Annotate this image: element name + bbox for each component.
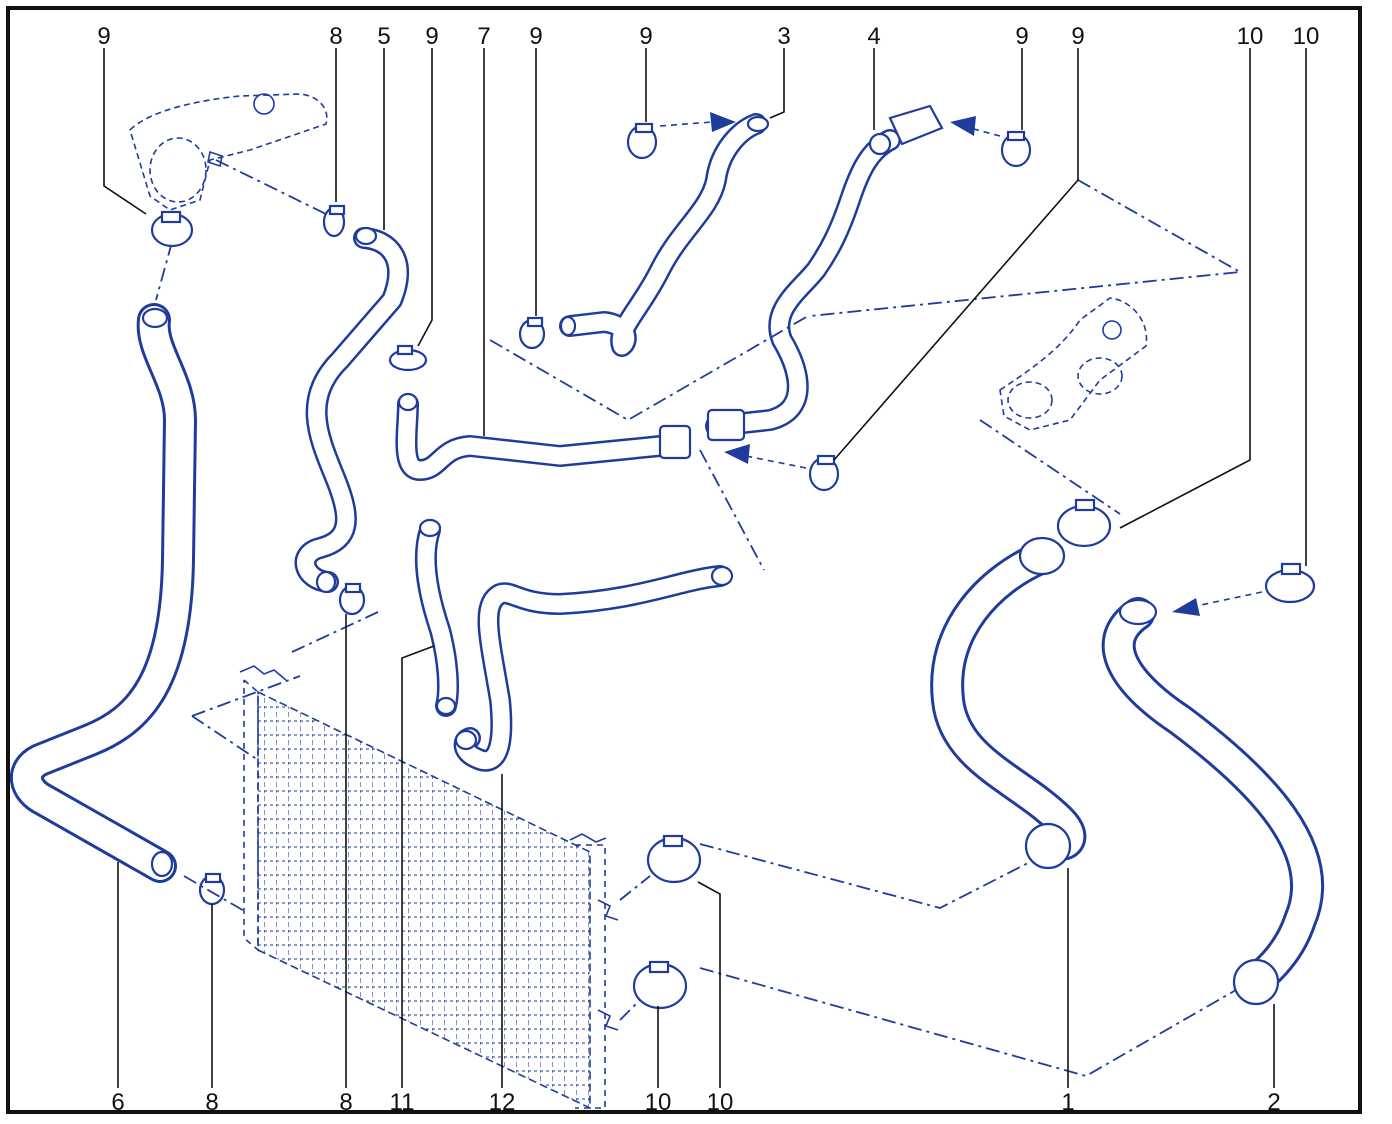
- hose-clamps: [150, 122, 1316, 1010]
- assembly-arrows: [183, 112, 1263, 1021]
- clamp-8c: [198, 872, 226, 906]
- hose-7: [395, 392, 692, 481]
- clamp-9f: [808, 454, 840, 492]
- callout-9: 9: [639, 23, 652, 50]
- clamp-10a: [1056, 498, 1112, 548]
- clamp-9d: [626, 122, 658, 160]
- callout-numbers-bottom: 6 8 8 11 12 10 10 1 2: [111, 1089, 1280, 1116]
- hose-2: [699, 597, 1325, 1077]
- callout-9: 9: [425, 23, 438, 50]
- hose-1: [699, 536, 1087, 909]
- thermostat-housing: [809, 179, 1243, 515]
- hose-12: [453, 449, 765, 772]
- callout-9: 9: [1071, 23, 1084, 50]
- callout-8: 8: [339, 1089, 352, 1116]
- callout-10: 10: [707, 1089, 734, 1116]
- clamp-10c: [646, 834, 702, 884]
- callout-9: 9: [97, 23, 110, 50]
- callout-12: 12: [489, 1089, 516, 1116]
- hose-11: [414, 518, 459, 717]
- callout-8: 8: [329, 23, 342, 50]
- callout-10: 10: [1237, 23, 1264, 50]
- diagram-frame: [6, 6, 1362, 1114]
- radiator: [191, 665, 619, 1110]
- clamp-8b: [338, 582, 366, 616]
- clamp-9a: [150, 210, 194, 248]
- callout-5: 5: [377, 23, 390, 50]
- callout-4: 4: [867, 23, 880, 50]
- clamp-9c: [518, 316, 546, 350]
- callout-9: 9: [529, 23, 542, 50]
- callout-7: 7: [477, 23, 490, 50]
- callout-9: 9: [1015, 23, 1028, 50]
- hose-5: [294, 226, 409, 594]
- callout-6: 6: [111, 1089, 124, 1116]
- callout-3: 3: [777, 23, 790, 50]
- clamp-9b: [388, 344, 428, 372]
- callout-2: 2: [1267, 1089, 1280, 1116]
- water-pump-housing: [129, 93, 331, 217]
- callout-10: 10: [1293, 23, 1320, 50]
- callout-1: 1: [1061, 1089, 1074, 1116]
- leader-lines: [103, 48, 1307, 1088]
- hose-3: [559, 113, 770, 357]
- clamp-8a: [322, 204, 346, 238]
- hose-6: [10, 241, 197, 883]
- callout-11: 11: [390, 1089, 415, 1116]
- callout-numbers-top: 9 8 5 9 7 9 9 3 4 9 9 10 10: [97, 23, 1319, 50]
- callout-8: 8: [205, 1089, 218, 1116]
- clamp-10b: [1264, 562, 1316, 604]
- clamp-10d: [632, 960, 688, 1010]
- callout-10: 10: [645, 1089, 672, 1116]
- hose-4: [705, 104, 944, 442]
- clamp-9e: [1000, 130, 1032, 168]
